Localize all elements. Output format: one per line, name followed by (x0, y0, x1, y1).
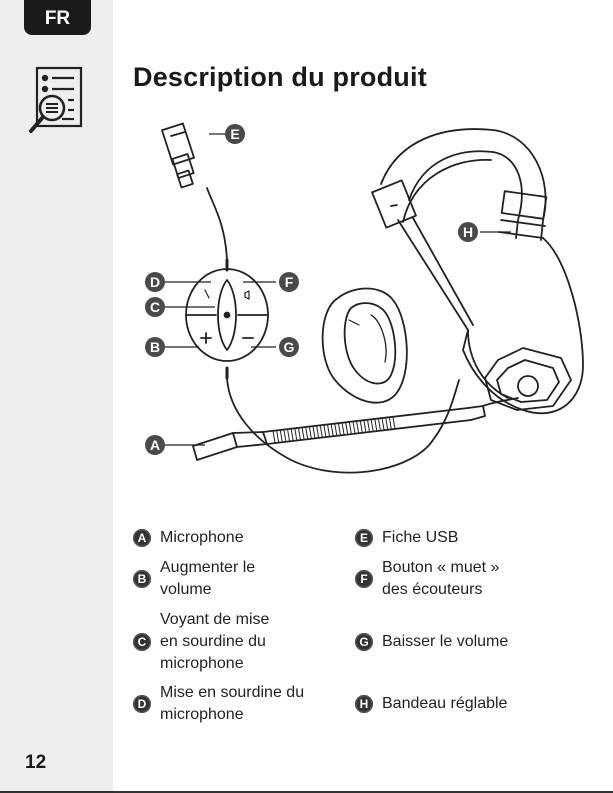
boom-grip-tick (349, 422, 351, 434)
boom-grip-tick (335, 424, 337, 436)
boom-grip-tick (298, 428, 300, 440)
boom-grip-tick (317, 426, 319, 438)
boom-grip-tick (378, 419, 380, 431)
boom-grip-tick (288, 429, 290, 441)
legend-badge: B (133, 570, 151, 588)
legend-item-b: B Augmenter le volume (133, 557, 255, 601)
boom-grip-tick (313, 426, 315, 438)
boom-grip-tick (324, 425, 326, 437)
legend-badge: C (133, 633, 151, 651)
legend-item-c: C Voyant de mise en sourdine du micropho… (133, 609, 269, 675)
legend-label: Bandeau réglable (382, 693, 507, 715)
callout-f: F (279, 272, 299, 292)
boom-grip-tick (295, 428, 297, 440)
boom-grip-tick (393, 417, 395, 429)
boom-grip-tick (375, 419, 377, 431)
legend-badge: E (355, 529, 373, 547)
boom-grip-tick (328, 425, 330, 437)
svg-text:A: A (150, 437, 160, 453)
boom-grip-tick (389, 417, 391, 429)
headset-diagram: E D F C B G A H (113, 110, 613, 510)
legend-label: Fiche USB (382, 527, 458, 549)
boom-grip-tick (280, 430, 282, 442)
microphone-boom (193, 398, 518, 460)
svg-text:G: G (284, 339, 295, 355)
language-tab: FR (24, 0, 91, 35)
boom-grip-tick (357, 421, 359, 433)
boom-grip-tick (309, 427, 311, 439)
legend-badge: H (355, 695, 373, 713)
boom-grip-tick (342, 423, 344, 435)
boom-grip-tick (364, 420, 366, 432)
legend-item-f: F Bouton « muet » des écouteurs (355, 557, 499, 601)
legend-item-e: E Fiche USB (355, 527, 458, 549)
svg-text:H: H (463, 224, 473, 240)
boom-grip-tick (284, 430, 286, 442)
boom-grip-tick (371, 420, 373, 432)
legend-label: Microphone (160, 527, 244, 549)
callout-e: E (225, 124, 245, 144)
legend-badge: F (355, 570, 373, 588)
callout-d: D (145, 272, 165, 292)
boom-grip-tick (320, 425, 322, 437)
boom-grip-tick (360, 421, 362, 433)
legend-badge: G (355, 633, 373, 651)
left-ear-cushion (323, 289, 407, 403)
svg-text:E: E (230, 126, 239, 142)
boom-grip-tick (277, 431, 279, 443)
legend-label: Bouton « muet » des écouteurs (382, 557, 499, 601)
boom-grip-tick (306, 427, 308, 439)
svg-text:C: C (150, 299, 160, 315)
legend-item-a: A Microphone (133, 527, 244, 549)
document-search-icon (28, 66, 84, 136)
legend-label: Baisser le volume (382, 631, 508, 653)
usb-plug (162, 123, 194, 187)
legend-item-g: G Baisser le volume (355, 631, 508, 653)
sidebar: FR 12 (0, 0, 113, 793)
boom-grip-tick (353, 422, 355, 434)
page-title: Description du produit (133, 62, 427, 93)
boom-grip-tick (331, 424, 333, 436)
boom-grip-tick (273, 431, 275, 443)
page-number: 12 (25, 752, 46, 774)
svg-text:D: D (150, 274, 160, 290)
boom-grip-tick (302, 428, 304, 440)
svg-text:B: B (150, 339, 160, 355)
headband (372, 129, 546, 240)
boom-grip-tick (382, 418, 384, 430)
boom-grip-tick (338, 423, 340, 435)
callout-g: G (279, 337, 299, 357)
callout-h: H (458, 222, 478, 242)
callout-a: A (145, 435, 165, 455)
callout-b: B (145, 337, 165, 357)
legend-label: Mise en sourdine du microphone (160, 682, 304, 726)
legend-label: Voyant de mise en sourdine du microphone (160, 609, 269, 675)
legend-item-h: H Bandeau réglable (355, 693, 507, 715)
legend-badge: D (133, 695, 151, 713)
legend-label: Augmenter le volume (160, 557, 255, 601)
boom-grip-tick (386, 418, 388, 430)
boom-grip-tick (346, 423, 348, 435)
svg-text:F: F (285, 274, 294, 290)
boom-grip-tick (368, 420, 370, 432)
callout-c: C (145, 297, 165, 317)
right-ear-shell (398, 218, 583, 413)
legend-item-d: D Mise en sourdine du microphone (133, 682, 304, 726)
legend-badge: A (133, 529, 151, 547)
boom-grip-tick (291, 429, 293, 441)
